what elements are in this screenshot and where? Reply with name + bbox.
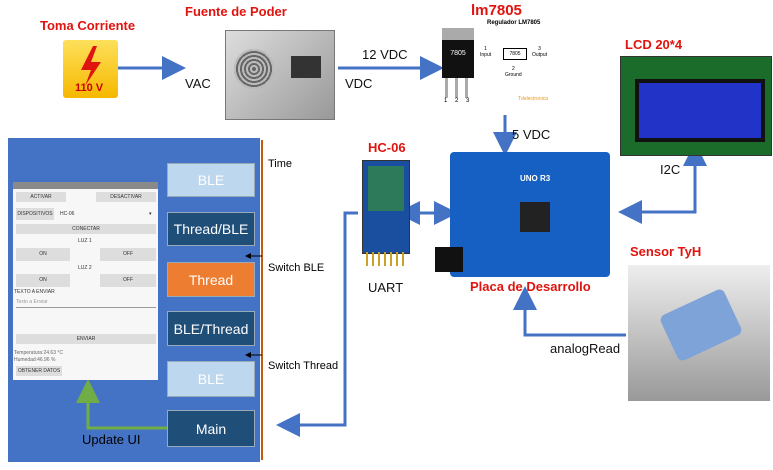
- board-label: Placa de Desarrollo: [470, 279, 591, 294]
- humidity-readout: Humedad:46.96 %: [14, 357, 56, 363]
- hc06-label: HC-06: [368, 140, 406, 155]
- dispositivos-button[interactable]: DISPOSITIVOS: [16, 208, 54, 220]
- power-supply-image: [225, 30, 335, 120]
- pin-numbers: 1 2 3: [444, 98, 473, 104]
- i2c-label: I2C: [660, 162, 681, 177]
- board-model: UNO R3: [520, 174, 551, 183]
- outlet-voltage: 110 V: [75, 82, 104, 94]
- luz1-on-button[interactable]: ON: [16, 248, 70, 261]
- uart-label: UART: [368, 280, 404, 295]
- vdc-label: VDC: [345, 76, 373, 91]
- arduino-board-image: UNO R3: [435, 152, 610, 277]
- bt-to-app-arrow: [276, 211, 358, 437]
- thread-ble-box: Thread/BLE: [167, 212, 255, 246]
- lcd-image: [620, 56, 772, 156]
- 5vdc-label: 5 VDC: [512, 127, 551, 142]
- luz1-off-button[interactable]: OFF: [100, 248, 156, 261]
- luz2-on-button[interactable]: ON: [16, 274, 70, 287]
- desactivar-button[interactable]: DESACTIVAR: [96, 192, 156, 202]
- outlet-label: Toma Corriente: [40, 18, 136, 33]
- pin1: 1: [484, 46, 487, 52]
- chevron-down-icon[interactable]: ▾: [149, 211, 152, 217]
- conectar-button[interactable]: CONECTAR: [16, 224, 156, 234]
- texto-input[interactable]: Texto a Enviar: [16, 299, 156, 308]
- pin3: 3: [538, 46, 541, 52]
- update-ui-label: Update UI: [82, 432, 141, 447]
- regulator-credit: Tdelectronica: [518, 96, 549, 102]
- switch-ble-label: Switch BLE: [268, 262, 325, 274]
- ble-box-1: BLE: [167, 163, 255, 197]
- analogread-arrow: [513, 286, 626, 337]
- thread-box: Thread: [167, 262, 255, 297]
- regulator-title: lm7805: [471, 2, 522, 19]
- regulator-pins: [445, 78, 471, 98]
- regulator-subtitle: Regulador LM7805: [487, 20, 541, 26]
- input-label: Input: [480, 52, 492, 58]
- temperature-readout: Temperatura:24.63 °C: [14, 350, 63, 356]
- luz2-off-button[interactable]: OFF: [100, 274, 156, 287]
- output-label: Output: [532, 52, 548, 58]
- i2c-arrow: [618, 142, 707, 224]
- 12vdc-label: 12 VDC: [362, 47, 408, 62]
- outlet-icon: 110 V: [63, 40, 118, 98]
- pin2: 2: [511, 66, 515, 72]
- hc06-module-image: [362, 160, 410, 254]
- schematic-chip: 7805: [503, 48, 527, 60]
- chip-marking: 7805: [450, 50, 466, 57]
- ble-box-2: BLE: [167, 361, 255, 397]
- luz2-label: LUZ 2: [78, 265, 92, 271]
- device-select[interactable]: HC-06: [60, 211, 75, 217]
- time-label: Time: [268, 158, 293, 170]
- sensor-label: Sensor TyH: [630, 244, 702, 259]
- obtener-datos-button[interactable]: OBTENER DATOS: [16, 366, 62, 376]
- hc06-pins: [366, 252, 404, 266]
- update-ui-arrow: [76, 379, 167, 430]
- luz1-label: LUZ 1: [78, 238, 92, 244]
- enviar-button[interactable]: ENVIAR: [16, 334, 156, 344]
- analogread-label: analogRead: [550, 341, 621, 356]
- activar-button[interactable]: ACTIVAR: [16, 192, 66, 202]
- phone-app-screenshot: ACTIVAR DESACTIVAR DISPOSITIVOS HC-06 ▾ …: [13, 182, 158, 380]
- regulator-chip: 7805: [442, 28, 474, 78]
- ble-thread-box: BLE/Thread: [167, 311, 255, 346]
- psu-label: Fuente de Poder: [185, 4, 287, 19]
- sensor-image: [628, 265, 770, 401]
- lcd-label: LCD 20*4: [625, 37, 683, 52]
- main-box: Main: [167, 410, 255, 447]
- ground-label: Ground: [505, 72, 522, 78]
- texto-label: TEXTO A ENVIAR: [14, 289, 55, 295]
- vac-label: VAC: [185, 76, 211, 91]
- status-bar: [13, 182, 158, 189]
- switch-thread-label: Switch Thread: [268, 360, 339, 372]
